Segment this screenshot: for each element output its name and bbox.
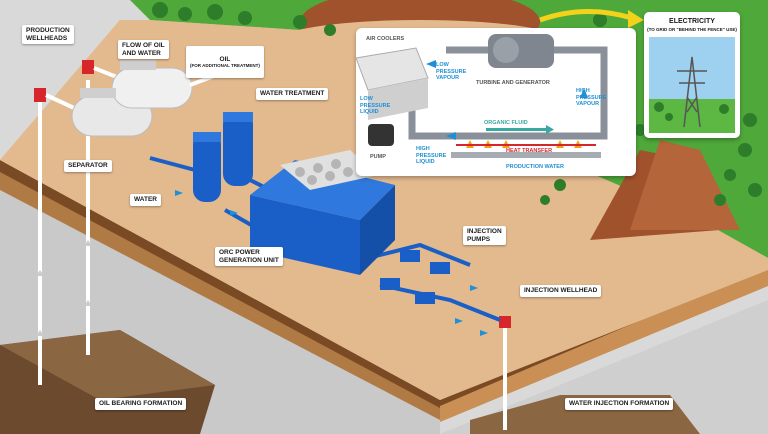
- heat-arrow-bar: [456, 144, 596, 146]
- orc-high-pressure-liquid: HIGH PRESSURE LIQUID: [416, 146, 447, 165]
- label-oil-sub: (FOR ADDITIONAL TREATMENT): [190, 63, 260, 68]
- organic-fluid-arrow: [486, 128, 546, 131]
- orc-loop-svg: [356, 34, 608, 158]
- label-production-wellheads: PRODUCTION WELLHEADS: [22, 25, 74, 44]
- injection-well: [499, 316, 511, 430]
- orc-turbine-generator: TURBINE AND GENERATOR: [476, 80, 550, 86]
- orc-high-pressure-vapour: HIGH PRESSURE VAPOUR: [576, 88, 607, 107]
- production-water-pipe: [451, 152, 601, 158]
- orc-air-coolers: AIR COOLERS: [366, 36, 405, 42]
- label-oil-bearing: OIL BEARING FORMATION: [95, 398, 187, 410]
- electricity-illustration: [649, 37, 735, 133]
- production-wells: [34, 60, 94, 385]
- electricity-arrow: [539, 9, 633, 23]
- electricity-subtitle: (TO GRID OR "BEHIND THE FENCE" USE): [647, 27, 737, 32]
- underground-right: [440, 300, 768, 434]
- label-water-treatment: WATER TREATMENT: [256, 88, 329, 100]
- label-orc-unit: ORC POWER GENERATION UNIT: [215, 247, 283, 266]
- label-flow-oil-water: FLOW OF OIL AND WATER: [118, 40, 169, 59]
- orc-pump: [368, 124, 394, 146]
- up-arrows: [36, 240, 92, 336]
- orc-pump: PUMP: [370, 154, 386, 160]
- orc-organic-fluid: ORGANIC FLUID: [484, 120, 528, 126]
- label-water-injection: WATER INJECTION FORMATION: [565, 398, 674, 410]
- orc-loop-pipe: [408, 46, 608, 140]
- label-water: WATER: [130, 194, 161, 206]
- orc-flow-arrows: [426, 60, 588, 140]
- orc-low-pressure-vapour: LOW PRESSURE VAPOUR: [436, 62, 467, 81]
- trees: [152, 2, 762, 206]
- label-separator: SEPARATOR: [64, 160, 112, 172]
- orc-heat-transfer: HEAT TRANSFER: [506, 148, 553, 154]
- orc-production-water: PRODUCTION WATER: [506, 164, 564, 170]
- water-flow-arrows: [175, 190, 488, 336]
- label-injection-wellhead: INJECTION WELLHEAD: [520, 285, 602, 297]
- label-injection-pumps: INJECTION PUMPS: [463, 226, 506, 245]
- electricity-panel: ELECTRICITY (TO GRID OR "BEHIND THE FENC…: [644, 12, 740, 138]
- orc-unit: [250, 150, 395, 275]
- label-oil: OIL (FOR ADDITIONAL TREATMENT): [186, 46, 264, 78]
- pylon-icon: [677, 56, 707, 128]
- electricity-title: ELECTRICITY: [669, 18, 715, 25]
- orc-schematic-panel: AIR COOLERS LOW PRESSURE VAPOUR TURBINE …: [356, 28, 636, 176]
- injection-pumps: [380, 250, 450, 304]
- label-oil-text: OIL: [219, 55, 231, 63]
- separator-tanks: [71, 60, 193, 137]
- water-treatment-tanks: [193, 112, 253, 202]
- orc-low-pressure-liquid: LOW PRESSURE LIQUID: [360, 96, 391, 115]
